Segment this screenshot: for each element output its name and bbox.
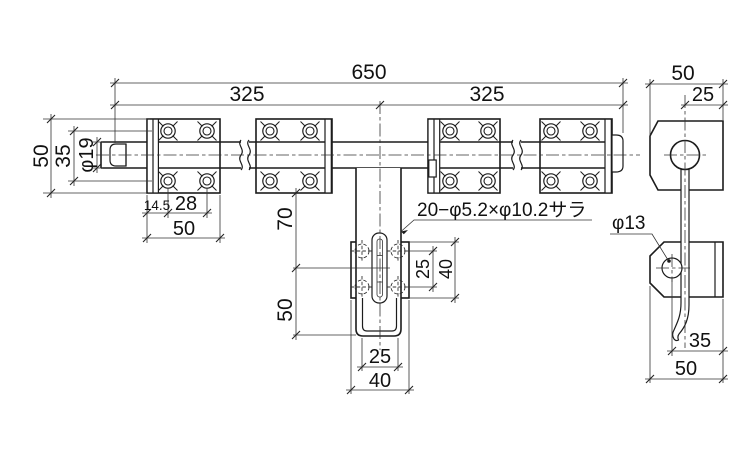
side-dim-plate-width: 50 xyxy=(671,62,694,85)
dim-plate-width: 50 xyxy=(173,218,195,240)
leader-arrowhead xyxy=(401,230,408,235)
callout-hole-dia: φ13 xyxy=(612,213,645,234)
bolt-rod xyxy=(100,134,624,173)
dim-left-span: 325 xyxy=(229,83,264,106)
screw-callout-leader xyxy=(400,219,592,232)
dim-inner-height: 35 xyxy=(52,144,75,167)
dim-hole-pitch: 28 xyxy=(175,193,197,215)
hole-callout-leader xyxy=(610,233,669,261)
dim-catch-width: 40 xyxy=(369,370,391,392)
dim-center-drop-upper: 70 xyxy=(274,207,297,230)
rod-tip xyxy=(109,143,127,167)
side-dim-lower-plate-width: 50 xyxy=(675,358,697,380)
leader-callouts xyxy=(400,219,671,263)
dim-catch-hole-pitch-h: 25 xyxy=(369,346,391,368)
leader-dot xyxy=(667,259,671,263)
dimension-lines xyxy=(43,78,728,395)
side-dim-center-offset: 25 xyxy=(692,84,714,106)
dim-rod-diameter: φ19 xyxy=(76,137,98,172)
dim-plate-height: 50 xyxy=(30,144,53,167)
stopper-tab xyxy=(428,159,437,178)
rod-end-cap xyxy=(611,134,624,173)
dim-catch-height: 40 xyxy=(436,259,456,279)
dim-catch-hole-pitch-v: 25 xyxy=(413,259,433,279)
dim-center-drop-lower: 50 xyxy=(274,298,297,321)
dim-right-span: 325 xyxy=(469,83,504,106)
dim-edge-to-hole: 14.5 xyxy=(144,198,170,213)
strap-inner xyxy=(361,298,398,332)
side-dim-hole-to-edge: 35 xyxy=(689,330,711,352)
plate-flanges xyxy=(147,119,612,193)
side-view xyxy=(649,95,724,348)
dim-overall-length: 650 xyxy=(351,61,386,84)
front-view xyxy=(96,101,640,350)
callout-screw-holes: 20−φ5.2×φ10.2サラ xyxy=(417,200,586,221)
